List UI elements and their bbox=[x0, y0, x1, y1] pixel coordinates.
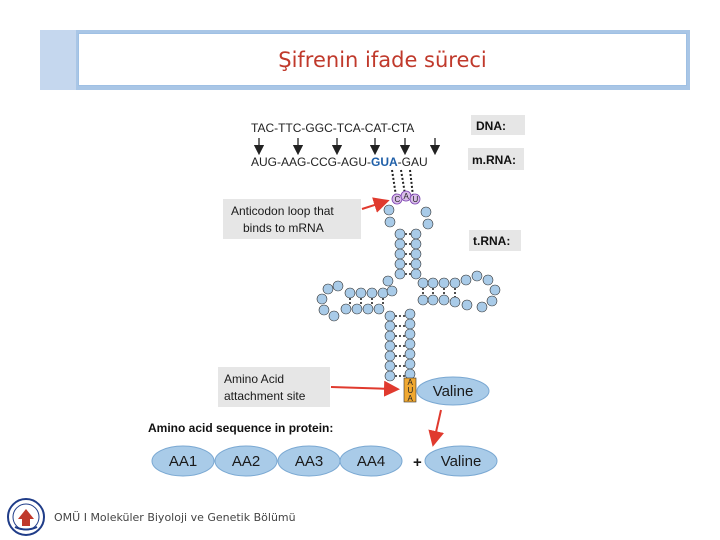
valine-result bbox=[424, 445, 498, 477]
dna-sequence: TAC-TTC-GGC-TCA-CAT-CTA bbox=[251, 121, 414, 135]
valine-result-arrow bbox=[428, 409, 445, 447]
mrna-seq-part-a: AUG-AAG-CCG-AGU- bbox=[251, 155, 371, 169]
amino-acid-2-label: AA2 bbox=[232, 453, 260, 470]
d-arm-pairs bbox=[349, 298, 384, 304]
acceptor-end: A U A bbox=[403, 377, 417, 403]
amino-acid-1 bbox=[151, 445, 215, 477]
amino-site-label-line2: attachment site bbox=[224, 389, 306, 403]
mrna-seq-part-c: -GAU bbox=[398, 155, 428, 169]
trna-label: t.RNA: bbox=[473, 234, 510, 248]
acceptor-stem-pairs bbox=[395, 315, 405, 377]
footer-text: OMÜ I Moleküler Biyoloji ve Genetik Bölü… bbox=[54, 510, 296, 524]
anticodon-stem bbox=[394, 228, 422, 280]
t-arm bbox=[417, 270, 501, 313]
amino-acid-3-label: AA3 bbox=[295, 453, 323, 470]
title-box: Şifrenin ifade süreci bbox=[78, 33, 687, 86]
acceptor-letter-2: U bbox=[408, 386, 414, 395]
valine-attached-label: Valine bbox=[433, 383, 474, 400]
title-accent bbox=[40, 30, 76, 90]
anticodon-label-box bbox=[223, 199, 361, 239]
acceptor-stem bbox=[384, 308, 416, 382]
anticodon-letter-2: A bbox=[404, 192, 410, 201]
valine-attached bbox=[416, 376, 490, 406]
university-logo-icon bbox=[7, 498, 45, 536]
anticodon-arrow bbox=[361, 197, 390, 213]
protein-chain: AA1 AA2 AA3 AA4 bbox=[151, 445, 403, 477]
page-title: Şifrenin ifade süreci bbox=[278, 47, 487, 72]
acceptor-letter-3: A bbox=[408, 394, 414, 403]
anticodon-letter-1: C bbox=[395, 195, 401, 204]
t-arm-pairs bbox=[422, 288, 456, 297]
amino-acid-4 bbox=[339, 445, 403, 477]
d-arm bbox=[316, 275, 398, 322]
sequence-heading: Amino acid sequence in protein: bbox=[148, 421, 333, 435]
amino-site-label-line1: Amino Acid bbox=[224, 372, 284, 386]
dna-label: DNA: bbox=[476, 119, 506, 133]
anticodon-letter-3: U bbox=[413, 195, 419, 204]
amino-acid-1-label: AA1 bbox=[169, 453, 197, 470]
anticodon-loop: C A U bbox=[383, 190, 434, 230]
codon-anticodon-pairing bbox=[391, 169, 414, 197]
footer: OMÜ I Moleküler Biyoloji ve Genetik Bölü… bbox=[6, 497, 296, 537]
trna-structure: C A U bbox=[316, 190, 501, 403]
mrna-label-box bbox=[468, 148, 524, 170]
mrna-label: m.RNA: bbox=[472, 153, 516, 167]
anticodon-label-line2: binds to mRNA bbox=[243, 221, 324, 235]
valine-result-label: Valine bbox=[441, 453, 482, 470]
transcription-arrows bbox=[253, 138, 441, 156]
amino-acid-2 bbox=[214, 445, 278, 477]
acceptor-letter-1: A bbox=[408, 378, 414, 387]
amino-site-label-box bbox=[218, 367, 330, 407]
dna-label-box bbox=[471, 115, 525, 135]
plus-sign: + bbox=[413, 454, 422, 471]
anticodon-stem-pairs bbox=[405, 233, 411, 275]
title-bar: Şifrenin ifade süreci bbox=[40, 30, 690, 90]
trna-label-box bbox=[469, 230, 521, 251]
mrna-sequence: AUG-AAG-CCG-AGU-GUA-GAU bbox=[251, 155, 428, 169]
anticodon-label-line1: Anticodon loop that bbox=[231, 204, 334, 218]
amino-site-arrow bbox=[330, 380, 400, 397]
mrna-codon: GUA bbox=[371, 155, 398, 169]
amino-acid-4-label: AA4 bbox=[357, 453, 385, 470]
